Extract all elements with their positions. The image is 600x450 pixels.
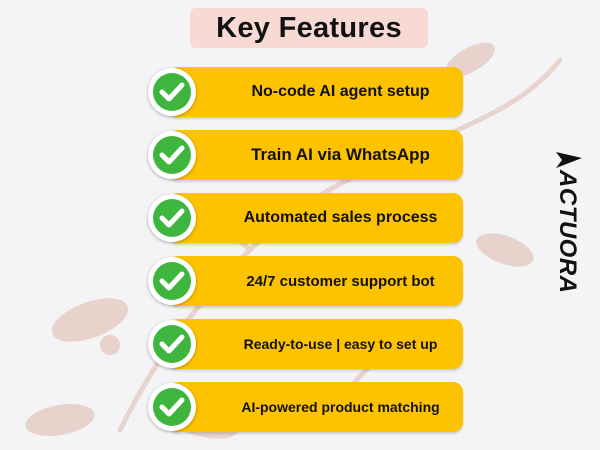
title-banner: Key Features [190, 8, 428, 48]
feature-item: No-code AI agent setup [148, 67, 463, 117]
feature-label: Train AI via WhatsApp [251, 145, 430, 164]
feature-label: 24/7 customer support bot [246, 272, 435, 290]
check-icon [148, 383, 196, 431]
page-title: Key Features [216, 11, 402, 44]
feature-label: AI-powered product matching [241, 399, 440, 415]
feature-item: Automated sales process [148, 193, 463, 243]
check-icon [148, 131, 196, 179]
feature-item: 24/7 customer support bot [148, 256, 463, 306]
feature-pill: Automated sales process [168, 193, 463, 243]
feature-pill: Ready-to-use | easy to set up [168, 319, 463, 369]
feature-label: Ready-to-use | easy to set up [243, 336, 438, 352]
feature-item: Ready-to-use | easy to set up [148, 319, 463, 369]
feature-label: No-code AI agent setup [251, 83, 430, 100]
check-icon [148, 320, 196, 368]
actuora-logo: ACTUORA [554, 152, 582, 294]
check-icon [148, 257, 196, 305]
feature-label: Automated sales process [243, 209, 438, 226]
feature-pill: No-code AI agent setup [168, 67, 463, 117]
check-icon [148, 194, 196, 242]
feature-item: AI-powered product matching [148, 382, 463, 432]
feature-pill: AI-powered product matching [168, 382, 463, 432]
feature-pill: 24/7 customer support bot [168, 256, 463, 306]
logo-text: ACTUORA [554, 169, 581, 294]
check-icon [148, 68, 196, 116]
feature-pill: Train AI via WhatsApp [168, 130, 463, 180]
feature-item: Train AI via WhatsApp [148, 130, 463, 180]
